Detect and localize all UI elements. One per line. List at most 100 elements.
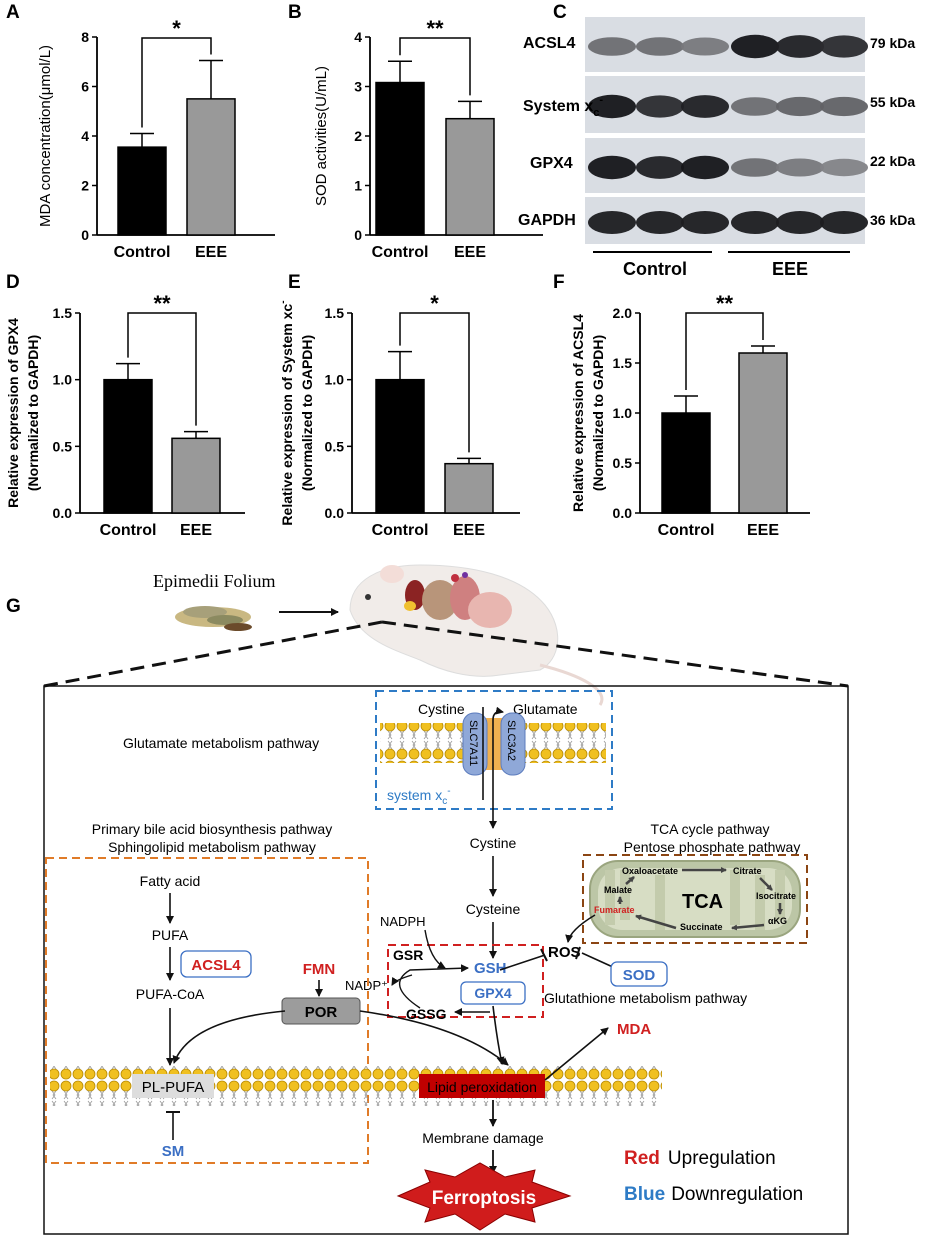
pufa-label: PUFA — [152, 927, 189, 943]
y-tick-label: 6 — [81, 79, 89, 95]
y-tick-label: 0 — [354, 227, 362, 243]
panel-label-e: E — [288, 272, 301, 293]
significance-label: ** — [153, 291, 171, 316]
x-tick-label: EEE — [195, 244, 227, 261]
blot-band — [588, 37, 636, 56]
significance-label: ** — [426, 16, 444, 41]
y-tick-label: 0.5 — [613, 455, 633, 471]
x-tick-label: EEE — [453, 522, 485, 539]
pentose-pathway-label: Pentose phosphate pathway — [624, 839, 801, 855]
lipid-peroxidation-label: Lipid peroxidation — [427, 1079, 537, 1095]
slc3a2-transporter — [500, 712, 526, 776]
blot-size-acsl4: 79 kDa — [870, 35, 915, 51]
gpx4-label: GPX4 — [474, 985, 512, 1001]
panel-label-a: A — [6, 2, 20, 23]
y-axis-label: Relative expression of ACSL4 — [570, 314, 586, 512]
y-axis-label: Relative expression of System xc- — [278, 300, 295, 525]
tca-isocitrate: Isocitrate — [756, 891, 796, 901]
ferroptosis-burst — [396, 1162, 572, 1231]
slc3a2-label: SLC3A2 — [505, 720, 517, 761]
significance-bracket — [399, 37, 471, 96]
y-tick-label: 0.5 — [325, 438, 345, 454]
blot-band — [731, 158, 779, 177]
y-tick-label: 1.0 — [325, 372, 345, 388]
significance-bracket — [399, 312, 470, 453]
blot-band — [681, 95, 729, 118]
blot-group-eee: EEE — [772, 259, 808, 279]
tca-oxaloacetate: Oxaloacetate — [622, 866, 678, 876]
sm-label: SM — [162, 1143, 185, 1160]
y-tick-label: 1.5 — [325, 305, 345, 321]
bar-control — [375, 378, 425, 514]
nadph-label: NADPH — [380, 914, 426, 929]
bar-eee — [445, 117, 495, 236]
pufa-coa-label: PUFA-CoA — [136, 986, 205, 1002]
blot-band — [636, 37, 684, 56]
ros-label: ROS — [548, 944, 581, 961]
tca-pathway-label: TCA cycle pathway — [650, 821, 769, 837]
y-tick-label: 3 — [354, 79, 362, 95]
blot-band — [776, 158, 824, 177]
tca-malate: Malate — [604, 885, 632, 895]
lipid-pathway-box — [45, 857, 369, 1164]
y-axis-label-2: (Normalized to GAPDH) — [25, 335, 41, 491]
pl-pufa-box — [132, 1074, 214, 1098]
acsl4-label: ACSL4 — [191, 957, 241, 974]
por-label: POR — [305, 1004, 338, 1021]
y-tick-label: 1 — [354, 178, 362, 194]
cystine-mid-label: Cystine — [470, 835, 517, 851]
blot-band — [820, 35, 868, 58]
panel-label-b: B — [288, 2, 302, 23]
herb-icon — [175, 606, 252, 631]
blot-band — [588, 94, 636, 119]
y-tick-label: 1.5 — [613, 355, 633, 371]
panel-label-c: C — [553, 2, 567, 23]
tca-center: TCA — [682, 891, 723, 913]
gpx4-enzyme — [460, 981, 526, 1005]
x-tick-label: EEE — [454, 244, 486, 261]
x-tick-label: EEE — [180, 522, 212, 539]
y-tick-label: 4 — [354, 29, 362, 45]
y-tick-label: 0.0 — [53, 505, 73, 521]
cysteine-label: Cysteine — [466, 901, 521, 917]
blot-group-control: Control — [623, 259, 687, 279]
membrane-damage-label: Membrane damage — [422, 1130, 544, 1146]
blot-protein-system-xc: System xc- — [523, 94, 603, 119]
gssg-label: GSSG — [406, 1006, 447, 1022]
significance-label: * — [172, 16, 181, 41]
blot-protein-acsl4: ACSL4 — [523, 35, 576, 52]
bar-control — [103, 378, 153, 514]
western-blot — [585, 17, 868, 244]
blot-band — [731, 210, 779, 235]
y-tick-label: 1.0 — [53, 372, 73, 388]
mda-label: MDA — [617, 1021, 651, 1038]
x-tick-label: Control — [114, 244, 171, 261]
bar-eee — [738, 352, 788, 514]
bar-control — [661, 412, 711, 514]
cystine-top-label: Cystine — [418, 701, 465, 717]
herb-label: Epimedii Folium — [153, 571, 276, 591]
blot-band — [588, 155, 636, 180]
system-xc-box — [375, 690, 613, 810]
blot-band — [636, 95, 684, 118]
y-tick-label: 2 — [81, 178, 89, 194]
slc7a11-label: SLC7A11 — [467, 720, 479, 766]
y-tick-label: 8 — [81, 29, 89, 45]
blot-band — [636, 210, 684, 235]
bar-eee — [171, 437, 221, 514]
bar-control — [375, 81, 425, 236]
tca-succinate: Succinate — [680, 922, 723, 932]
x-tick-label: Control — [372, 244, 429, 261]
bar-eee — [186, 98, 236, 236]
x-tick-label: Control — [100, 522, 157, 539]
x-tick-label: EEE — [747, 522, 779, 539]
significance-label: ** — [716, 291, 734, 316]
y-tick-label: 0 — [81, 227, 89, 243]
blot-protein-gapdh: GAPDH — [518, 212, 576, 229]
x-tick-label: Control — [372, 522, 429, 539]
